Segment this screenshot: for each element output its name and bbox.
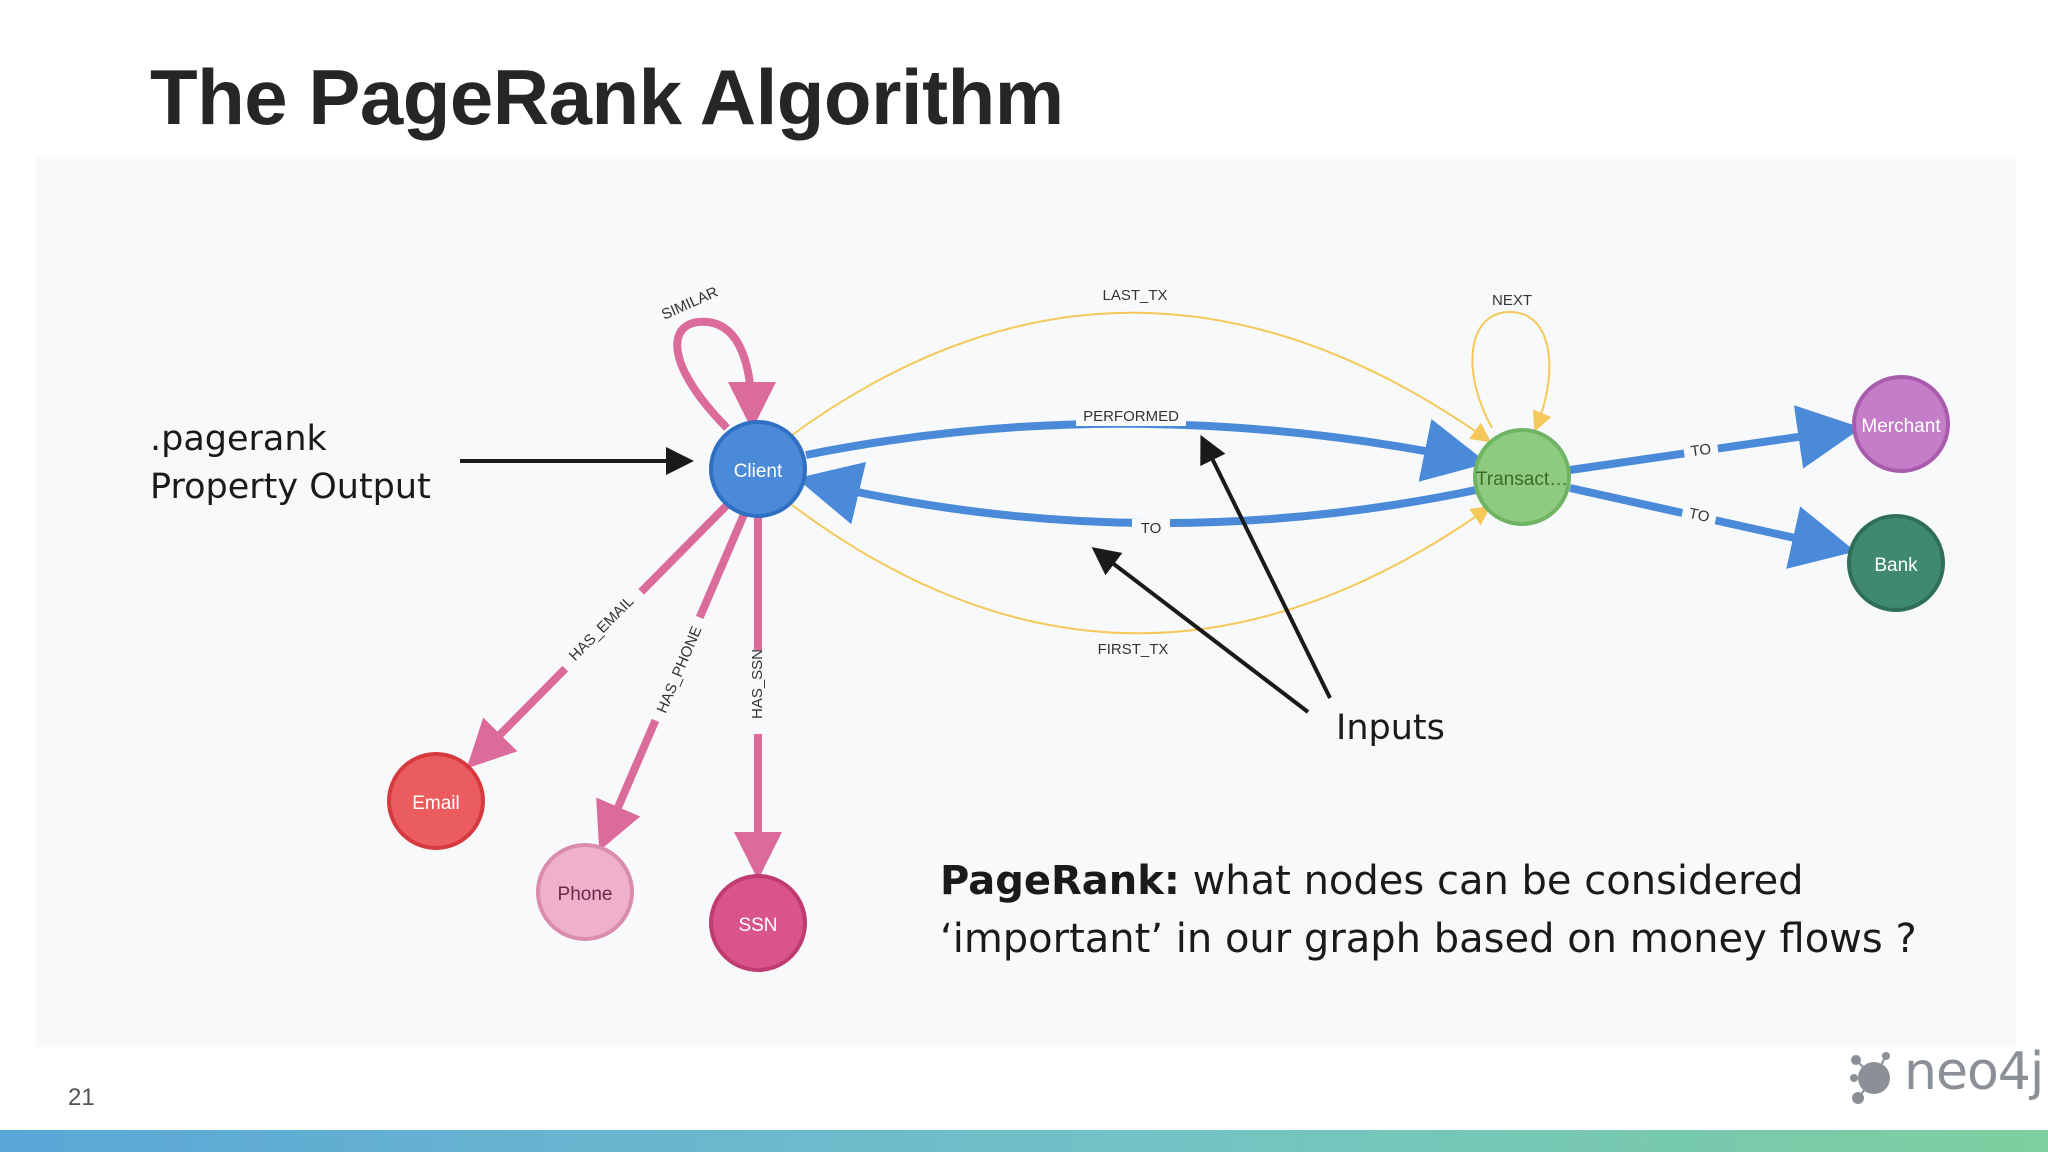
edge-has-ssn-label: HAS_SSN [749, 649, 766, 719]
neo4j-logo-icon [1850, 1052, 1890, 1104]
edge-similar-loop [673, 317, 776, 431]
edge-performed [805, 419, 1488, 482]
page-number: 21 [68, 1084, 95, 1111]
edge-has-phone-label: HAS_PHONE [654, 624, 706, 716]
edge-last-tx-label: LAST_TX [1102, 287, 1167, 304]
edge-to-merchant-label: TO [1690, 441, 1713, 461]
edge-to-client-label: TO [1141, 520, 1162, 537]
edge-performed-label-bg [1076, 406, 1186, 426]
summary-rest: what nodes can be considered ‘important’… [940, 858, 1917, 962]
node-ssn-label: SSN [738, 915, 777, 936]
edge-first-tx-label-bg [1094, 640, 1174, 658]
node-transaction-label: Transact… [1476, 469, 1568, 490]
output-callout-line2: Property Output [150, 467, 431, 507]
edge-next-loop [1471, 310, 1552, 432]
node-ssn[interactable]: SSN [709, 874, 807, 972]
edge-to-client-label-bg [1132, 519, 1170, 539]
edge-first-tx [791, 504, 1492, 635]
edge-similar-label: SIMILAR [659, 283, 721, 323]
edge-performed-label: PERFORMED [1083, 408, 1179, 425]
output-callout-line1: .pagerank [150, 419, 327, 459]
inputs-pointer-arrow-performed [1200, 434, 1332, 699]
edge-to-bank-label: TO [1687, 505, 1711, 526]
summary-bold: PageRank: [940, 858, 1180, 904]
edge-last-tx-label-bg [1098, 286, 1172, 304]
slide-title: The PageRank Algorithm [150, 53, 1064, 141]
logo-text: neo4j [1904, 1042, 2044, 1102]
edge-has-email-label-bg [556, 583, 648, 675]
node-client[interactable]: Client [709, 420, 807, 518]
output-callout: .pagerank Property Output [150, 415, 431, 511]
node-bank[interactable]: Bank [1847, 514, 1945, 612]
node-email-label: Email [412, 793, 460, 814]
edge-has-email-label: HAS_EMAIL [566, 593, 638, 665]
node-email[interactable]: Email [387, 752, 485, 850]
edge-next-label: NEXT [1492, 292, 1532, 309]
diagram-panel [36, 157, 2016, 1047]
node-phone[interactable]: Phone [536, 843, 634, 941]
node-phone-label: Phone [558, 884, 613, 905]
edge-to-client [796, 461, 1477, 528]
inputs-pointer-arrow-to [1091, 547, 1310, 714]
node-merchant[interactable]: Merchant [1852, 375, 1950, 473]
node-merchant-label: Merchant [1861, 416, 1941, 437]
edge-has-ssn-label-bg [748, 650, 768, 734]
edge-to-bank-label-bg [1680, 502, 1718, 530]
summary-text: PageRank: what nodes can be considered ‘… [940, 852, 1950, 968]
edge-has-phone-label-bg [648, 614, 712, 726]
inputs-callout: Inputs [1336, 708, 1445, 748]
node-client-label: Client [734, 461, 783, 482]
node-bank-label: Bank [1874, 555, 1918, 576]
edge-first-tx-label: FIRST_TX [1098, 641, 1169, 658]
edge-last-tx [791, 311, 1492, 443]
node-transaction[interactable]: Transact… [1473, 428, 1571, 526]
neo4j-logo: neo4j [1846, 1042, 2044, 1110]
footer-bar [0, 1130, 2048, 1152]
edge-to-merchant-label-bg [1682, 438, 1720, 464]
